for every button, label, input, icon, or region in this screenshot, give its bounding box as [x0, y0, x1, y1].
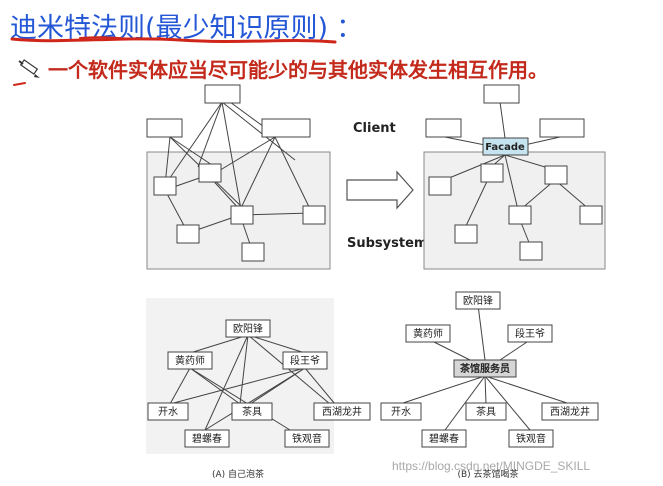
node-biluochun: [184, 429, 230, 448]
subsystem-box: [480, 163, 504, 183]
subsystem-box: [241, 242, 265, 262]
node-tieguanyin-label: 铁观音: [516, 432, 546, 445]
client-box-left: [425, 118, 462, 138]
node-xihulongjing: [313, 402, 371, 421]
tea-diagram-a: 欧阳锋 黄药师 段王爷 开水 茶具 西湖龙井 碧螺春 铁观音 (A) 自己泡茶: [146, 298, 371, 480]
facade-box: [482, 137, 529, 156]
facade-diagram: [423, 84, 606, 270]
subsystem-box: [302, 205, 326, 225]
subtitle-text: 一个软件实体应当尽可能少的与其他实体发生相互作用。: [48, 58, 548, 82]
node-xihulongjing: [541, 402, 599, 421]
client-box-right: [261, 118, 311, 138]
subsystem-label: Subsystem: [347, 236, 427, 251]
subsystem-box: [230, 205, 254, 225]
node-chaju: [231, 402, 273, 421]
node-waiter: [453, 359, 517, 378]
node-ouyangfeng-label: 欧阳锋: [233, 322, 263, 335]
tangled-diagram: [146, 84, 331, 270]
node-xihulongjing-label: 西湖龙井: [322, 405, 362, 418]
subsystem-box: [454, 224, 478, 244]
node-duanwangye: [507, 324, 553, 343]
subsystem-box: [176, 224, 200, 244]
node-duanwangye-label: 段王爷: [515, 327, 545, 340]
node-biluochun-label: 碧螺春: [429, 433, 459, 445]
node-kaishui-label: 开水: [391, 406, 411, 418]
subsystem-box: [508, 205, 532, 225]
node-duanwangye: [282, 351, 328, 370]
tea-diagram-b: 欧阳锋 黄药师 段王爷 茶馆服务员 开水 茶具 西湖龙井 碧螺春 铁观音 (B)…: [380, 291, 599, 480]
facade-label: Facade: [485, 142, 525, 153]
node-chaju-label: 茶具: [476, 405, 496, 418]
node-kaishui: [380, 402, 422, 421]
node-xihulongjing-label: 西湖龙井: [550, 405, 590, 418]
subsystem-box: [579, 205, 603, 225]
watermark: https://blog.csdn.net/MINGDE_SKILL: [392, 459, 591, 473]
node-kaishui: [147, 402, 189, 421]
client-box-top: [483, 84, 520, 104]
subsystem-box: [519, 241, 543, 261]
node-huangyaoshi-label: 黄药师: [413, 327, 443, 340]
node-huangyaoshi: [167, 351, 213, 370]
subsystem-box: [544, 165, 568, 185]
node-ouyangfeng: [225, 319, 271, 338]
caption-b: (B) 去茶馆喝茶: [457, 468, 518, 480]
node-tieguanyin: [508, 429, 554, 448]
node-chaju: [465, 402, 507, 421]
annotation-scribble: [10, 36, 337, 86]
client-box-right: [539, 118, 585, 138]
node-ouyangfeng-label: 欧阳锋: [463, 294, 493, 307]
node-duanwangye-label: 段王爷: [290, 354, 320, 367]
node-biluochun: [421, 429, 467, 448]
subsystem-box: [428, 176, 452, 196]
subsystem-box: [153, 176, 177, 196]
client-box-top: [204, 84, 241, 104]
title-colon: ：: [336, 13, 364, 44]
subsystem-box: [198, 163, 222, 183]
caption-a: (A) 自己泡茶: [212, 468, 264, 480]
node-biluochun-label: 碧螺春: [192, 433, 222, 445]
client-box-left: [146, 118, 183, 138]
arrow-right-icon: [346, 170, 414, 210]
pencil-icon: [18, 59, 40, 78]
node-tieguanyin: [284, 429, 330, 448]
node-ouyangfeng: [455, 291, 501, 310]
node-kaishui-label: 开水: [158, 406, 178, 418]
node-huangyaoshi: [405, 324, 451, 343]
node-huangyaoshi-label: 黄药师: [175, 354, 205, 367]
client-label: Client: [353, 121, 396, 136]
node-chaju-label: 茶具: [242, 405, 262, 418]
node-tieguanyin-label: 铁观音: [292, 432, 322, 445]
node-waiter-label: 茶馆服务员: [459, 362, 510, 375]
